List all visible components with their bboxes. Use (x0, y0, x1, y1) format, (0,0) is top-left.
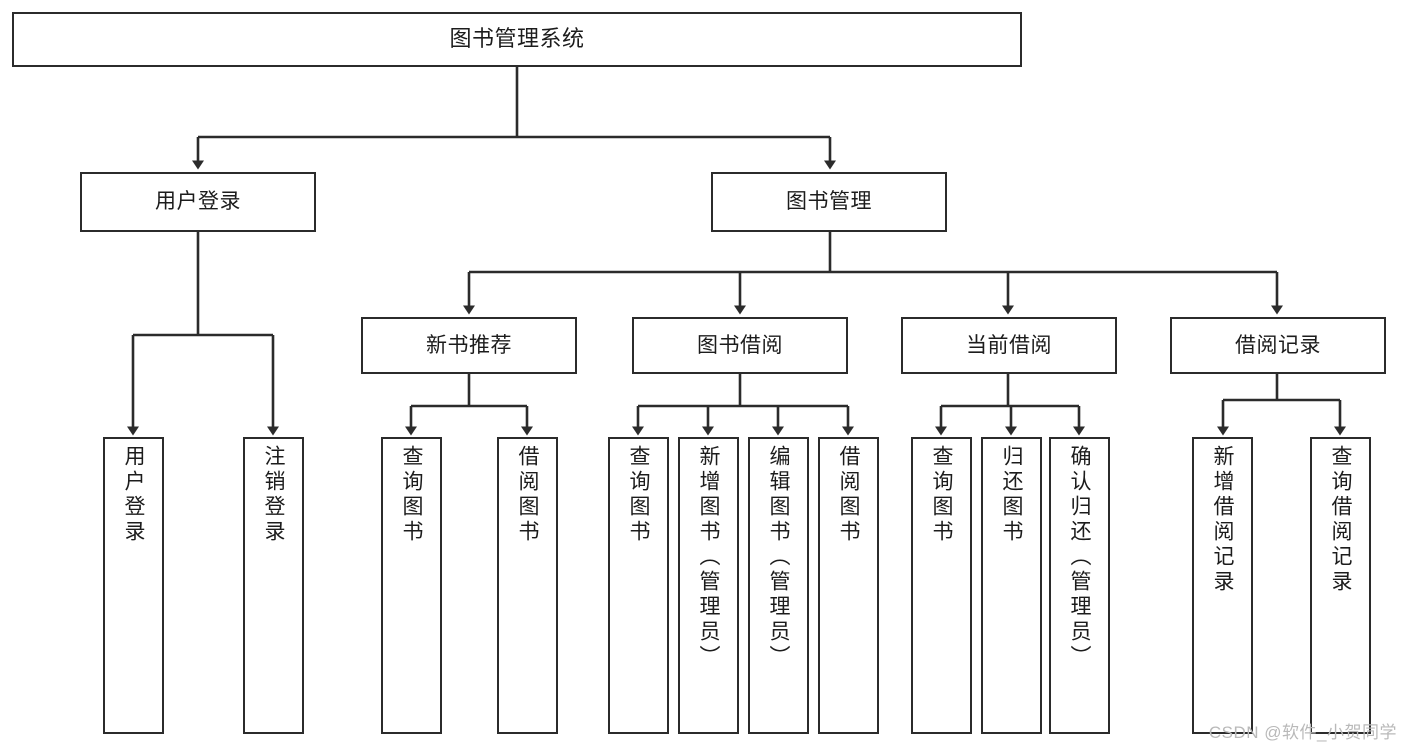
node-leaf-query-book-2[interactable]: 查询图书 (608, 437, 669, 734)
node-leaf-borrow-book-1[interactable]: 借阅图书 (497, 437, 558, 734)
node-current-borrow-label: 当前借阅 (966, 333, 1052, 357)
node-leaf-logout[interactable]: 注销登录 (243, 437, 304, 734)
node-leaf-return-book-label: 归还图书 (1000, 445, 1023, 545)
node-new-book-recommend-label: 新书推荐 (426, 333, 512, 357)
node-leaf-borrow-book-2-label: 借阅图书 (837, 445, 860, 545)
node-leaf-query-book-2-label: 查询图书 (627, 445, 650, 545)
node-book-borrow[interactable]: 图书借阅 (632, 317, 848, 374)
node-leaf-query-book-1[interactable]: 查询图书 (381, 437, 442, 734)
node-leaf-query-record[interactable]: 查询借阅记录 (1310, 437, 1371, 734)
node-leaf-user-login-label: 用户登录 (122, 445, 145, 545)
node-root[interactable]: 图书管理系统 (12, 12, 1022, 67)
node-leaf-logout-label: 注销登录 (262, 445, 285, 545)
node-leaf-confirm-return-label: 确认归还（管理员） (1068, 445, 1091, 670)
node-new-book-recommend[interactable]: 新书推荐 (361, 317, 577, 374)
node-user-login[interactable]: 用户登录 (80, 172, 316, 232)
node-leaf-user-login[interactable]: 用户登录 (103, 437, 164, 734)
node-borrow-record-label: 借阅记录 (1235, 333, 1321, 357)
node-user-login-label: 用户登录 (155, 190, 241, 214)
node-book-borrow-label: 图书借阅 (697, 333, 783, 357)
node-root-label: 图书管理系统 (449, 26, 585, 52)
node-leaf-query-book-3-label: 查询图书 (930, 445, 953, 545)
node-leaf-edit-book[interactable]: 编辑图书（管理员） (748, 437, 809, 734)
node-leaf-return-book[interactable]: 归还图书 (981, 437, 1042, 734)
csdn-watermark: CSDN @软件_小贺同学 (1208, 723, 1397, 742)
node-book-manage[interactable]: 图书管理 (711, 172, 947, 232)
node-leaf-query-book-1-label: 查询图书 (400, 445, 423, 545)
node-leaf-borrow-book-1-label: 借阅图书 (516, 445, 539, 545)
node-leaf-add-book[interactable]: 新增图书（管理员） (678, 437, 739, 734)
node-leaf-add-book-label: 新增图书（管理员） (697, 445, 720, 670)
node-borrow-record[interactable]: 借阅记录 (1170, 317, 1386, 374)
node-leaf-add-record[interactable]: 新增借阅记录 (1192, 437, 1253, 734)
node-leaf-borrow-book-2[interactable]: 借阅图书 (818, 437, 879, 734)
node-book-manage-label: 图书管理 (786, 190, 872, 214)
node-leaf-add-record-label: 新增借阅记录 (1211, 445, 1234, 595)
node-leaf-edit-book-label: 编辑图书（管理员） (767, 445, 790, 670)
node-leaf-query-book-3[interactable]: 查询图书 (911, 437, 972, 734)
node-leaf-confirm-return[interactable]: 确认归还（管理员） (1049, 437, 1110, 734)
node-leaf-query-record-label: 查询借阅记录 (1329, 445, 1352, 595)
node-current-borrow[interactable]: 当前借阅 (901, 317, 1117, 374)
